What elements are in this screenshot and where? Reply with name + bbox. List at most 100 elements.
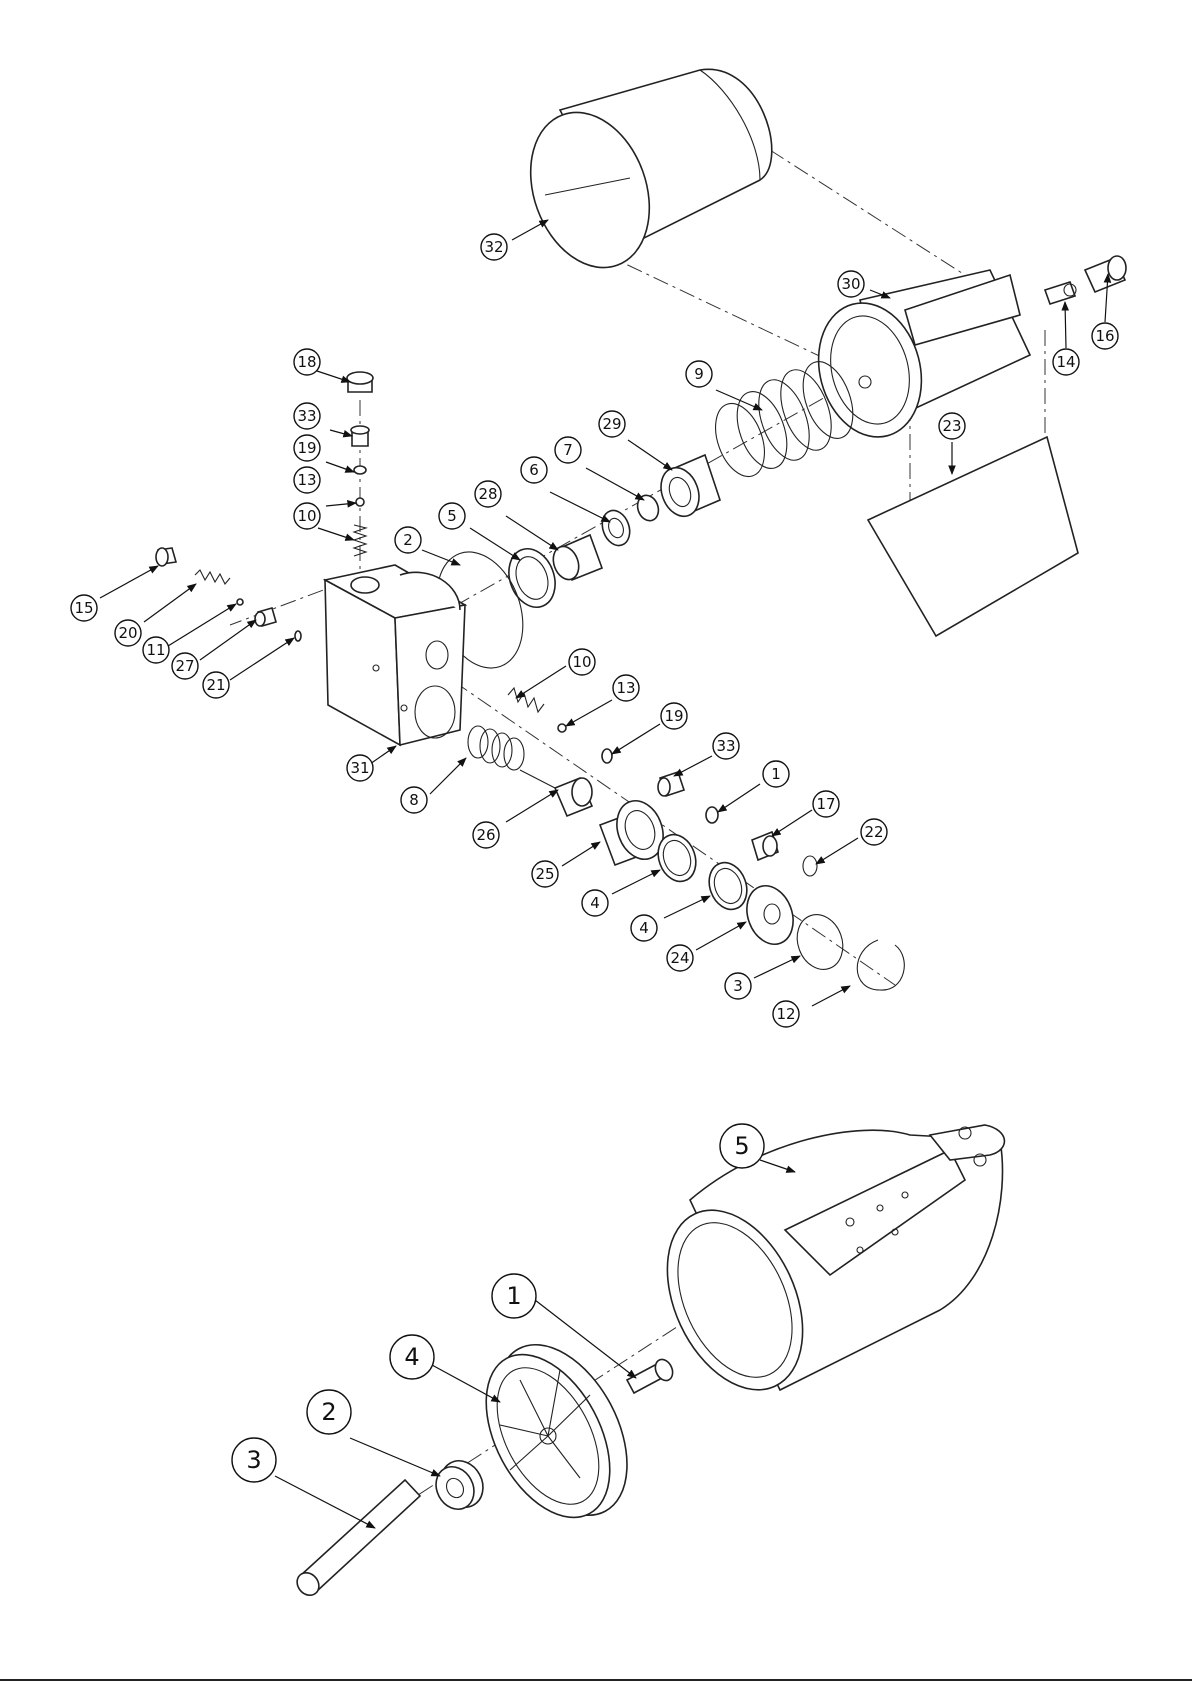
nut-27 — [255, 608, 276, 626]
plug-15 — [156, 548, 176, 566]
svg-text:4: 4 — [639, 919, 649, 937]
upper-assembly: 32 30 16 14 9 29 23 18 33 19 13 10 7 6 2… — [71, 69, 1126, 1027]
svg-text:33: 33 — [297, 407, 316, 425]
callout-32: 32 — [481, 234, 507, 260]
svg-text:5: 5 — [447, 507, 457, 525]
callout-30: 30 — [838, 271, 864, 297]
callout-22: 22 — [861, 819, 887, 845]
svg-text:7: 7 — [563, 441, 573, 459]
callout-lower-5: 5 — [720, 1124, 764, 1168]
callout-12: 12 — [773, 1001, 799, 1027]
callout-1-side: 1 — [763, 761, 789, 787]
spring-9 — [706, 355, 862, 483]
svg-text:23: 23 — [942, 417, 961, 435]
callout-14: 14 — [1053, 349, 1079, 375]
svg-text:29: 29 — [602, 415, 621, 433]
ball-13-top — [356, 498, 364, 506]
callout-lower-2: 2 — [307, 1390, 351, 1434]
svg-text:4: 4 — [404, 1343, 419, 1371]
svg-text:1: 1 — [506, 1282, 521, 1310]
callout-28: 28 — [475, 481, 501, 507]
ring-4b — [703, 857, 753, 914]
svg-text:25: 25 — [535, 865, 554, 883]
lower-assembly: 5 1 4 2 3 — [232, 1124, 1004, 1600]
callout-2: 2 — [395, 527, 421, 553]
svg-text:10: 10 — [297, 507, 316, 525]
callout-33-side: 33 — [713, 733, 739, 759]
svg-text:22: 22 — [864, 823, 883, 841]
callout-18: 18 — [294, 349, 320, 375]
bearing-6 — [598, 507, 635, 550]
washer-19-side — [602, 749, 612, 763]
fitting-16 — [1085, 256, 1126, 292]
callout-10-top: 10 — [294, 503, 320, 529]
svg-text:12: 12 — [776, 1005, 795, 1023]
ball-13-side — [558, 724, 566, 732]
ball-11 — [237, 599, 243, 605]
label-plate-23 — [868, 437, 1078, 636]
callout-13-top: 13 — [294, 467, 320, 493]
callout-31: 31 — [347, 755, 373, 781]
rod-3 — [293, 1480, 420, 1600]
callout-3: 3 — [725, 973, 751, 999]
svg-text:5: 5 — [734, 1132, 749, 1160]
washer-1-side — [706, 807, 718, 823]
svg-text:10: 10 — [572, 653, 591, 671]
callout-23: 23 — [939, 413, 965, 439]
callout-9: 9 — [686, 361, 712, 387]
callout-6: 6 — [521, 457, 547, 483]
svg-text:9: 9 — [694, 365, 704, 383]
callout-13-side: 13 — [613, 675, 639, 701]
svg-text:2: 2 — [403, 531, 413, 549]
svg-text:24: 24 — [670, 949, 689, 967]
svg-text:17: 17 — [816, 795, 835, 813]
svg-text:18: 18 — [297, 353, 316, 371]
spring-8 — [468, 726, 524, 770]
callout-lower-1: 1 — [492, 1274, 536, 1318]
svg-text:8: 8 — [409, 791, 419, 809]
nut-33-top — [351, 426, 369, 446]
svg-text:27: 27 — [175, 657, 194, 675]
callout-lower-4: 4 — [390, 1335, 434, 1379]
pin-14 — [1045, 282, 1076, 304]
svg-text:19: 19 — [297, 439, 316, 457]
housing-30 — [804, 270, 1030, 449]
callout-33-top: 33 — [294, 403, 320, 429]
callout-5: 5 — [439, 503, 465, 529]
actuator-5 — [640, 1125, 1004, 1411]
cap-24 — [739, 879, 801, 950]
svg-text:4: 4 — [590, 894, 600, 912]
snap-ring-12 — [857, 940, 904, 990]
svg-text:32: 32 — [484, 238, 503, 256]
callout-20: 20 — [115, 620, 141, 646]
callout-10-side: 10 — [569, 649, 595, 675]
callout-8: 8 — [401, 787, 427, 813]
callout-lower-3: 3 — [232, 1438, 276, 1482]
callout-27: 27 — [172, 653, 198, 679]
svg-text:33: 33 — [716, 737, 735, 755]
callout-26: 26 — [473, 822, 499, 848]
svg-text:13: 13 — [616, 679, 635, 697]
svg-text:3: 3 — [733, 977, 743, 995]
svg-text:15: 15 — [74, 599, 93, 617]
svg-text:1: 1 — [771, 765, 781, 783]
svg-text:21: 21 — [206, 676, 225, 694]
sleeve-28 — [549, 535, 602, 583]
svg-text:14: 14 — [1056, 353, 1075, 371]
washer-21 — [295, 631, 301, 641]
svg-text:26: 26 — [476, 826, 495, 844]
piston-4 — [461, 1323, 654, 1538]
callout-11: 11 — [143, 637, 169, 663]
callout-29: 29 — [599, 411, 625, 437]
callout-17: 17 — [813, 791, 839, 817]
bushing-2 — [429, 1453, 491, 1515]
callout-24: 24 — [667, 945, 693, 971]
piston-26 — [520, 770, 592, 816]
svg-text:20: 20 — [118, 624, 137, 642]
svg-text:3: 3 — [246, 1446, 261, 1474]
cover-32 — [510, 69, 772, 284]
callout-7: 7 — [555, 437, 581, 463]
svg-text:11: 11 — [146, 641, 165, 659]
callout-19-top: 19 — [294, 435, 320, 461]
